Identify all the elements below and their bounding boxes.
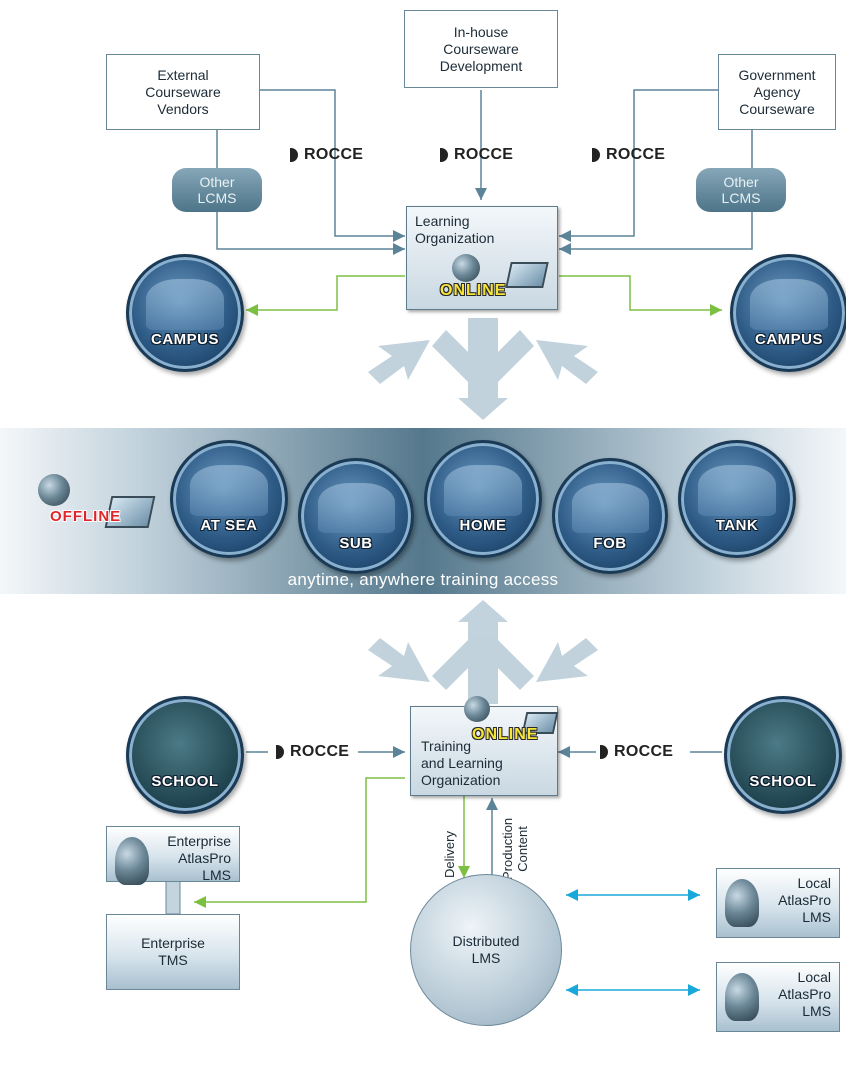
base-scene-icon (571, 483, 649, 533)
campus-scene-icon (749, 279, 829, 330)
rocce-logo-right: ROCCE (592, 146, 665, 164)
globe-icon (452, 254, 480, 282)
delivery-label: Delivery (442, 831, 457, 878)
rocce-mark-icon (592, 148, 600, 162)
production-content-label: Production Content (500, 817, 530, 880)
link-hub-to-campus-right (559, 275, 722, 316)
location-tank: TANK (678, 440, 796, 558)
enterprise-atlaspro-lms-box: Enterprise AtlasPro LMS (106, 826, 240, 885)
band-caption: anytime, anywhere training access (287, 570, 559, 589)
fan-arrows-bottom (368, 600, 598, 704)
rocce-logo-left: ROCCE (290, 146, 363, 164)
link-hub-to-enterprise (194, 777, 405, 908)
location-at-sea: AT SEA (170, 440, 288, 558)
submarine-scene-icon (317, 483, 395, 533)
school-left-circle: SCHOOL (126, 696, 244, 814)
atlas-mascot-icon (725, 879, 759, 927)
local-atlaspro-lms-box-2: Local AtlasPro LMS (716, 962, 840, 1032)
location-fob: FOB (552, 458, 668, 574)
rocce-logo-bottom-right: ROCCE (600, 743, 673, 761)
campus-left-circle: CAMPUS (126, 254, 244, 372)
atlas-mascot-icon (725, 973, 759, 1021)
location-home: HOME (424, 440, 542, 558)
school-right-circle: SCHOOL (724, 696, 842, 814)
rocce-mark-icon (600, 745, 608, 759)
globe-icon (464, 696, 490, 722)
rocce-logo-bottom-left: ROCCE (276, 743, 349, 761)
rocce-mark-icon (440, 148, 448, 162)
online-badge-top: ONLINE (440, 282, 507, 299)
laptop-icon (505, 262, 549, 288)
location-sub: SUB (298, 458, 414, 574)
link-hub-to-campus-left (246, 275, 405, 316)
offline-badge: OFFLINE (50, 508, 122, 525)
campus-right-circle: CAMPUS (730, 254, 846, 372)
link-external-to-hub (260, 89, 405, 242)
link-gov-to-hub (559, 89, 718, 242)
rocce-logo-center: ROCCE (440, 146, 513, 164)
offline-globe-icon (38, 474, 70, 506)
atlas-mascot-icon (115, 837, 149, 885)
house-scene-icon (443, 465, 523, 516)
fan-arrows-top (368, 318, 598, 420)
rocce-mark-icon (276, 745, 284, 759)
tank-scene-icon (697, 465, 777, 516)
enterprise-connector (165, 879, 181, 915)
campus-scene-icon (145, 279, 225, 330)
rocce-mark-icon (290, 148, 298, 162)
local-atlaspro-lms-box-1: Local AtlasPro LMS (716, 868, 840, 938)
online-badge-bottom: ONLINE (472, 726, 539, 743)
ship-scene-icon (189, 465, 269, 516)
